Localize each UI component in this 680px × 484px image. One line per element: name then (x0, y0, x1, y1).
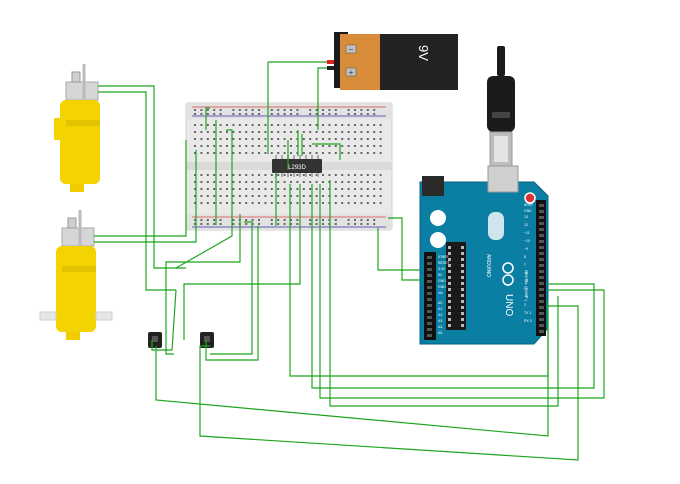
breadboard-holes (194, 109, 382, 225)
digital-pin-label: 12 (524, 223, 528, 227)
aref-label: AREF (524, 203, 533, 207)
mcu-chip-pins (448, 246, 464, 327)
digital-pin-label: 8 (524, 255, 526, 259)
wire (317, 67, 327, 130)
wire (155, 312, 549, 437)
digital-pin-label: ~5 (524, 279, 528, 283)
wire (98, 91, 176, 291)
analog-pin-label: A1 (438, 307, 442, 311)
gnd-label: GND (524, 209, 532, 213)
usb-cable[interactable] (487, 46, 515, 167)
wire (319, 184, 605, 399)
digital-pin-label: ~11 (524, 231, 530, 235)
wires[interactable] (94, 61, 605, 461)
sensor-1[interactable] (148, 332, 162, 348)
arduino-logo-icon (502, 262, 514, 286)
power-pin-label: 5V (438, 273, 443, 277)
wire (94, 140, 187, 237)
power-pin-label: GND (438, 279, 446, 283)
brand-label: ARDUINO (485, 254, 491, 277)
wire (94, 150, 197, 243)
digital-label: DIGITAL (PWM~) (524, 270, 529, 302)
digital-pin-label: 7 (524, 263, 526, 267)
chip-label: L293D (288, 165, 306, 171)
analog-pin-label: A2 (438, 313, 442, 317)
power-pin-label: GND (438, 285, 446, 289)
svg-text:−: − (349, 45, 354, 54)
digital-pin-label: TX 1 (524, 311, 531, 315)
wire (183, 184, 301, 340)
analog-pin-label: A0 (438, 301, 442, 305)
motor-2[interactable] (39, 210, 113, 340)
power-pin-label: 3.3V (438, 267, 446, 271)
wire (151, 289, 177, 351)
analog-pin-label: A5 (438, 331, 442, 335)
motor-1[interactable] (54, 64, 100, 192)
wire (311, 184, 595, 389)
wire (205, 107, 210, 130)
arduino-uno[interactable]: UNO ARDUINO DIGITAL (PWM~) IOREF RESET 3.3… (419, 165, 549, 345)
digital-pin-label: RX 0 (524, 319, 532, 323)
wire (199, 305, 579, 461)
wire (312, 143, 341, 160)
sensor-2[interactable] (200, 332, 214, 348)
analog-pin-label: A3 (438, 319, 442, 323)
digital-pin-label: 4 (524, 287, 526, 291)
wire (210, 221, 253, 355)
digital-pin-label: 2 (524, 303, 526, 307)
wire (377, 228, 420, 271)
svg-text:+: + (349, 68, 354, 77)
power-pin-label: IOREF (438, 255, 449, 259)
battery-label: 9V (416, 45, 431, 61)
power-pin-label: Vin (438, 291, 443, 295)
digital-pin-label: ~9 (524, 247, 528, 251)
board-headers (427, 204, 544, 337)
digital-pin-label: ~3 (524, 295, 528, 299)
wire (205, 226, 259, 361)
analog-pin-label: A4 (438, 325, 442, 329)
wire (175, 129, 233, 269)
wire (165, 214, 241, 355)
power-pin-label: RESET (438, 261, 451, 265)
wire (329, 180, 559, 407)
digital-pin-label: 13 (524, 215, 528, 219)
wire (388, 217, 420, 281)
wire (98, 85, 186, 269)
digital-pin-label: ~6 (524, 271, 528, 275)
board-name: UNO (503, 294, 514, 316)
battery-9v[interactable]: − + 9V (327, 32, 458, 90)
digital-pin-label: ~10 (524, 239, 530, 243)
